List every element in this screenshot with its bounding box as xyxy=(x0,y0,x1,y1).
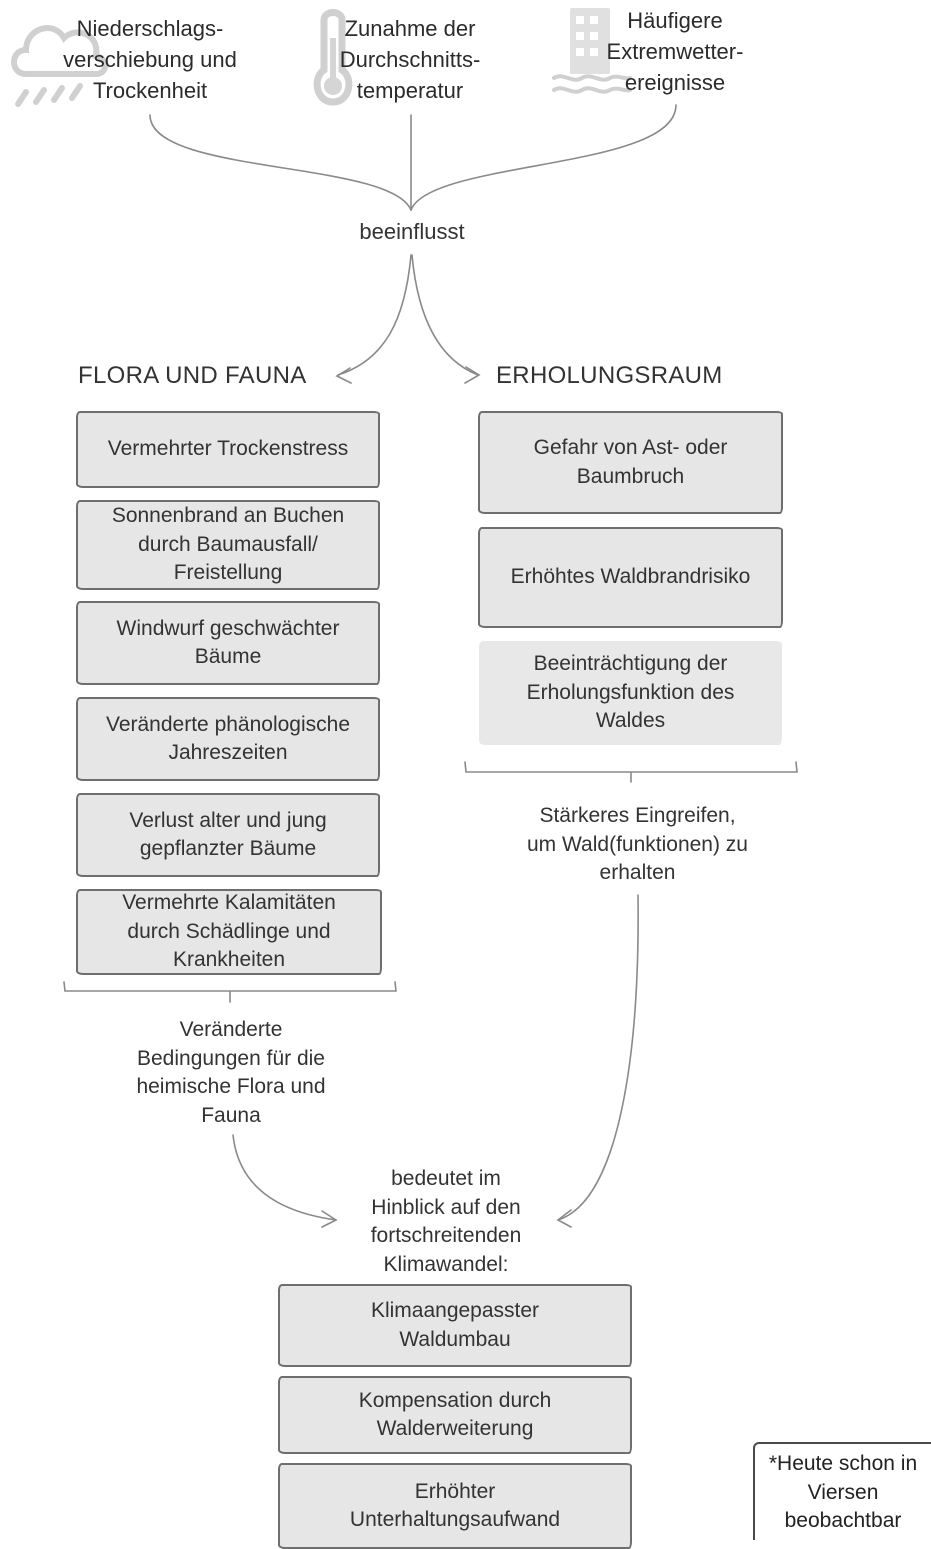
arrowhead-erholung xyxy=(464,366,481,384)
arrowhead-conclusion-right xyxy=(556,1209,572,1228)
bracket-flora xyxy=(63,981,397,1003)
erholung-item: Beeinträchtigung der Erholungsfunktion d… xyxy=(479,641,782,745)
connector-flora-to-conclusion xyxy=(232,1134,337,1221)
flora-item: Verlust alter und jung gepflanzter Bäume xyxy=(76,793,380,877)
connector-to-erholung xyxy=(411,254,479,376)
arrowhead-flora xyxy=(335,367,352,384)
flora-item: Sonnenbrand an Buchen durch Baumausfall/… xyxy=(76,500,380,590)
heading-erholungsraum: ERHOLUNGSRAUM xyxy=(496,362,723,389)
connector-label-influences: beeinflusst xyxy=(359,219,465,244)
flooded-building-icon xyxy=(552,8,632,94)
driver-extreme-weather: Häufigere Extremwetter- ereignisse xyxy=(606,8,744,95)
connector-label-conclusion: bedeutet im Hinblick auf den fortschreit… xyxy=(370,1167,522,1276)
bracket-erholung xyxy=(464,761,798,783)
connector-erholung-to-conclusion xyxy=(557,894,639,1221)
flora-item: Vermehrte Kalamitäten durch Schädlinge u… xyxy=(76,889,382,975)
outcome-item: Kompensation durch Walderweiterung xyxy=(278,1376,632,1454)
outcome-item: Klimaangepasster Waldumbau xyxy=(278,1284,632,1367)
connector-to-flora xyxy=(337,254,412,376)
thermometer-icon xyxy=(313,9,353,106)
flora-item: Windwurf geschwächter Bäume xyxy=(76,601,380,685)
driver-precipitation: Niederschlags- verschiebung und Trockenh… xyxy=(63,16,237,103)
arrowhead-conclusion-left xyxy=(321,1210,338,1228)
footnote-viersen: *Heute schon in Viersen beobachtbar xyxy=(753,1442,931,1540)
flora-summary: Veränderte Bedingungen für die heimische… xyxy=(136,1018,326,1127)
erholung-item: Gefahr von Ast- oder Baumbruch xyxy=(478,411,783,514)
connector-right-driver xyxy=(410,104,677,211)
rain-cloud-icon xyxy=(11,25,108,107)
outcome-item: Erhöhter Unterhaltungsaufwand xyxy=(278,1463,632,1549)
heading-flora-fauna: FLORA UND FAUNA xyxy=(78,362,307,389)
flora-item: Veränderte phänologische Jahreszeiten xyxy=(76,697,380,781)
driver-temperature: Zunahme der Durchschnitts- temperatur xyxy=(339,16,481,103)
erholung-summary: Stärkeres Eingreifen, um Wald(funktionen… xyxy=(527,804,748,884)
erholung-item: Erhöhtes Waldbrandrisiko xyxy=(478,527,783,628)
flora-item: Vermehrter Trockenstress xyxy=(76,411,380,488)
connector-left-driver xyxy=(149,114,412,211)
